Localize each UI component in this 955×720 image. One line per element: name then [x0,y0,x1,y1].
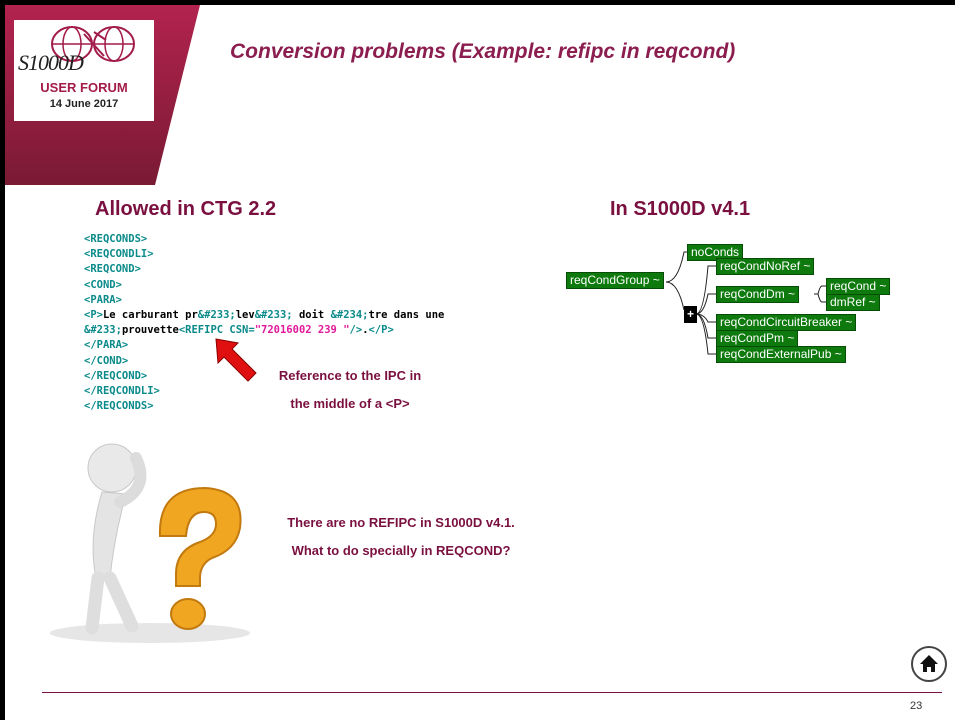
left-heading: Allowed in CTG 2.2 [95,198,277,220]
logo: S1000D USER FORUM 14 June 2017 [14,20,154,121]
tree-node-reqcondpm[interactable]: reqCondPm ~ [716,330,799,347]
frame-top [0,0,955,5]
question-mark-icon [158,486,242,630]
code-line: <REQCOND> [84,263,141,276]
logo-forum: USER FORUM [40,80,128,95]
home-icon [920,655,938,672]
code-line: <REQCONDS> [84,233,148,245]
tree-node-reqcondgroup[interactable]: reqCondGroup ~ [566,272,664,289]
code-line: <PARA> [84,293,122,306]
schema-tree: reqCondGroup ~ noConds reqCondNoRef ~ re… [560,238,900,368]
code-text: prouvette [121,324,179,337]
code-line: <COND> [84,278,122,291]
code-tag: </P> [368,324,394,337]
globe-icon [51,26,135,62]
code-tag: <P> [84,309,103,322]
expand-plus-button[interactable]: + [684,306,698,323]
tree-node-reqcondexternalpub[interactable]: reqCondExternalPub ~ [716,346,846,363]
question-line2: What to do specially in REQCOND? [291,543,511,558]
code-tag: <REFIPC CSN= [178,324,255,337]
code-line: </COND> [84,354,129,367]
thinking-figure-icon [50,443,250,643]
tree-node-dmref[interactable]: dmRef ~ [826,294,880,311]
code-line: </REQCONDLI> [84,385,160,398]
code-entity: &#233; [254,309,293,322]
tree-node-reqcondcircuitbreaker[interactable]: reqCondCircuitBreaker ~ [716,314,857,331]
right-heading: In S1000D v4.1 [610,198,751,220]
tree-node-reqcond[interactable]: reqCond ~ [826,278,891,295]
callout-line2: the middle of a <P> [290,396,410,411]
tree-node-reqcondnoref[interactable]: reqCondNoRef ~ [716,258,815,275]
code-text: lev [235,309,255,322]
code-entity: &#233; [197,309,236,322]
frame-left [0,0,5,720]
code-entity: &#234; [330,309,369,322]
code-text: doit [292,309,331,322]
code-line: <REQCONDLI> [84,248,154,261]
tree-node-noconds[interactable]: noConds [687,244,744,261]
code-line: </PARA> [84,339,129,352]
question-line1: There are no REFIPC in S1000D v4.1. [287,515,515,530]
tree-connectors [665,251,826,355]
footer-divider [42,692,942,693]
code-line: </REQCONDS> [84,400,154,413]
logo-date: 14 June 2017 [49,98,119,110]
code-line: </REQCOND> [84,369,148,382]
tree-node-reqconddm[interactable]: reqCondDm ~ [716,286,800,303]
code-attr-value: "72016002 239 " [254,324,350,337]
code-text: . [362,324,369,337]
callout-line1: Reference to the IPC in [278,368,422,383]
arrow-icon [215,338,257,382]
code-text: Le carburant pr [102,309,198,322]
page-number: 23 [910,700,923,712]
slide-title: Conversion problems (Example: refipc in … [230,40,736,63]
logo-brand: S1000D [18,50,84,75]
code-text: tre dans une [368,309,445,322]
home-button[interactable] [911,646,947,682]
code-entity: &#233; [84,324,122,337]
code-block: <REQCONDS> <REQCONDLI> <REQCOND> <COND> … [84,232,444,414]
code-tag: /> [349,324,363,337]
